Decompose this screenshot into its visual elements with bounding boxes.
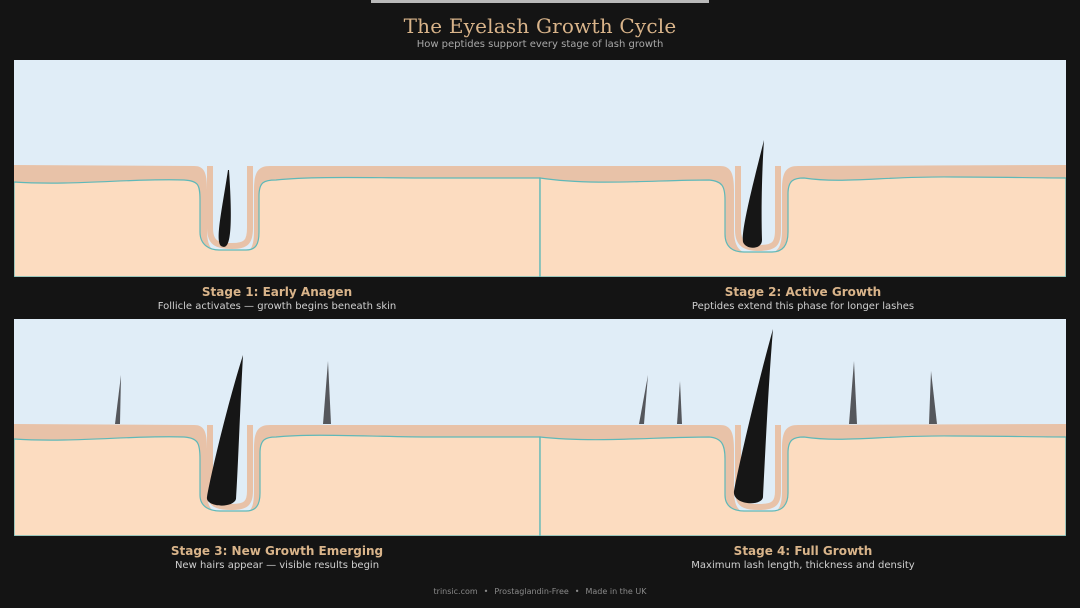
small-hair xyxy=(323,361,331,424)
follicle-wall-1 xyxy=(207,166,253,250)
panel-bottom-illustration xyxy=(14,319,1066,536)
small-hair xyxy=(929,371,937,424)
footer-separator: • xyxy=(574,587,580,596)
stage-1-title: Stage 1: Early Anagen xyxy=(201,285,353,299)
stage-3-caption: Stage 3: New Growth Emerging New hairs a… xyxy=(14,543,540,573)
top-accent-bar xyxy=(371,0,709,3)
stage-2-title: Stage 2: Active Growth xyxy=(724,285,882,299)
footer-origin: Made in the UK xyxy=(585,587,647,596)
hair-stage-1 xyxy=(218,170,231,247)
stage-2-description: Peptides extend this phase for longer la… xyxy=(691,301,915,312)
stage-2-caption: Stage 2: Active Growth Peptides extend t… xyxy=(540,284,1066,314)
footer-claim: Prostaglandin-Free xyxy=(494,587,569,596)
small-hair xyxy=(849,361,857,424)
stage-4-title: Stage 4: Full Growth xyxy=(733,544,873,558)
panel-bottom xyxy=(14,319,1066,536)
small-hair xyxy=(115,375,121,424)
panel-top-illustration xyxy=(14,60,1066,277)
skin-inner-layer-2 xyxy=(539,435,1066,536)
skin-inner-layer xyxy=(14,434,541,536)
stage-4-description: Maximum lash length, thickness and densi… xyxy=(691,560,915,571)
small-hair xyxy=(677,381,682,424)
skin-inner-layer-2 xyxy=(539,176,1066,277)
stage-4-caption: Stage 4: Full Growth Maximum lash length… xyxy=(540,543,1066,573)
hair-stage-4 xyxy=(733,329,773,504)
stage-1-caption: Stage 1: Early Anagen Follicle activates… xyxy=(14,284,540,314)
footer: trinsic.com • Prostaglandin-Free • Made in t… xyxy=(0,587,1080,596)
stage-1-description: Follicle activates — growth begins benea… xyxy=(157,301,397,312)
stage-3-title: Stage 3: New Growth Emerging xyxy=(170,544,384,558)
skin-inner-layer xyxy=(14,176,541,277)
hair-stage-3 xyxy=(206,355,243,506)
page-subtitle: How peptides support every stage of lash… xyxy=(416,39,664,50)
follicle-wall-2 xyxy=(735,166,781,252)
hair-stage-2 xyxy=(742,140,764,248)
small-hair xyxy=(639,375,648,424)
footer-site: trinsic.com xyxy=(433,587,478,596)
panel-top xyxy=(14,60,1066,277)
page-title: The Eyelash Growth Cycle xyxy=(403,14,677,38)
footer-separator: • xyxy=(483,587,489,596)
stage-3-description: New hairs appear — visible results begin xyxy=(174,560,380,571)
